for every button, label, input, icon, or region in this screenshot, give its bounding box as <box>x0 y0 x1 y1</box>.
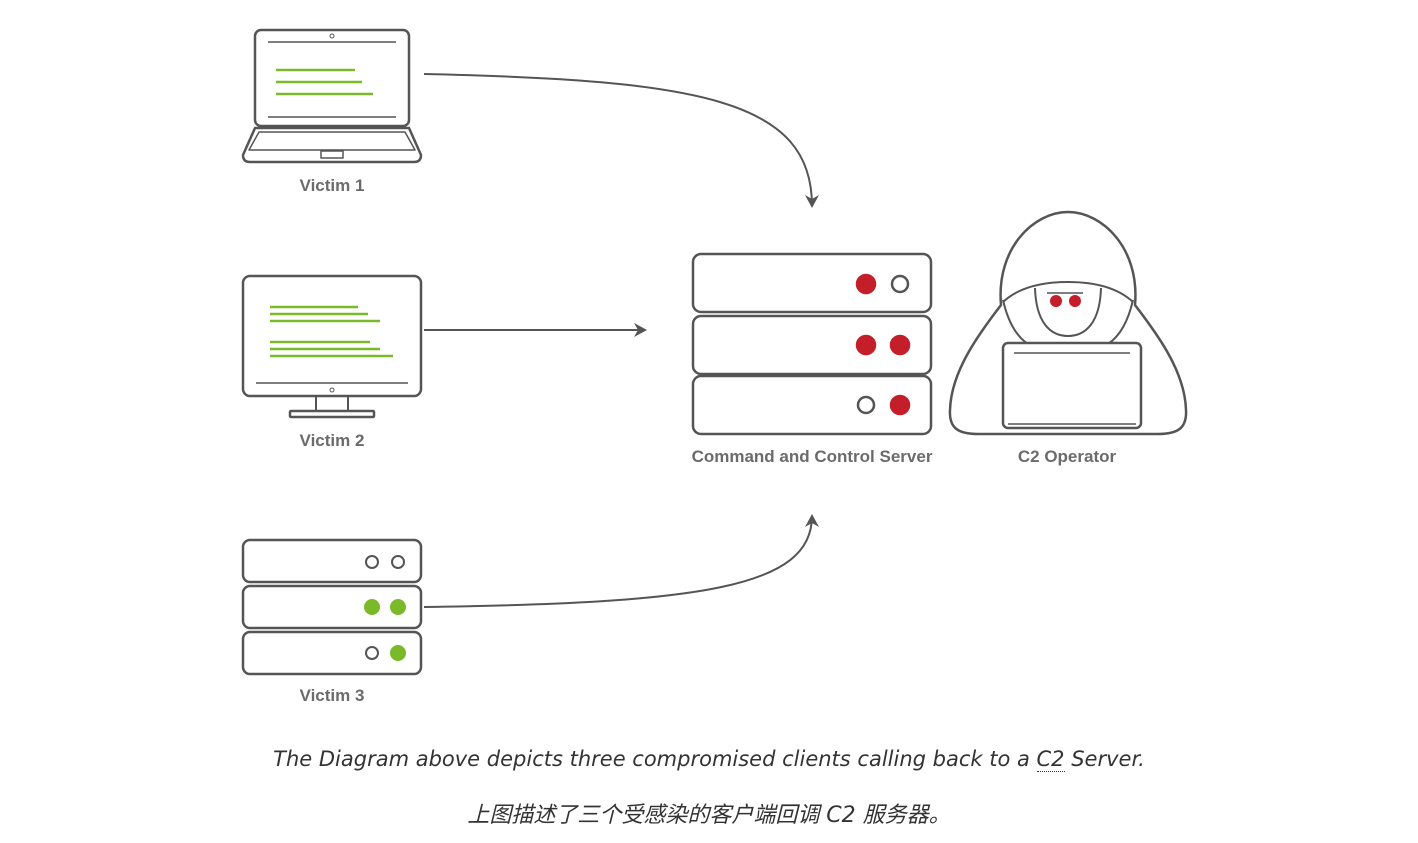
c2-server-rack-icon <box>691 252 933 436</box>
victim-3-label: Victim 3 <box>300 686 365 705</box>
victim-2-label: Victim 2 <box>300 431 365 450</box>
victim-3-status-lights <box>364 555 406 661</box>
arrow-victim-3-to-server <box>423 514 819 608</box>
caption-en-after: Server. <box>1064 747 1145 771</box>
figure-caption-english: The Diagram above depicts three compromi… <box>0 747 1418 772</box>
c2-server-label: Command and Control Server <box>692 447 933 466</box>
desktop-monitor-icon <box>241 274 423 419</box>
victim-1-label: Victim 1 <box>300 176 365 195</box>
caption-en-before: The Diagram above depicts three compromi… <box>273 747 1037 771</box>
laptop-screen-text-lines <box>276 68 373 96</box>
c2-diagram: Victim 1 Victim 2 Victim 3 <box>241 28 1188 705</box>
server-rack-icon <box>241 538 423 676</box>
caption-c2-abbreviation: C2 <box>1036 747 1065 772</box>
hooded-hacker-icon <box>948 210 1188 436</box>
arrow-victim-1-to-server <box>423 73 819 208</box>
laptop-icon <box>241 28 423 164</box>
operator-red-eyes <box>1047 292 1083 307</box>
figure-caption-chinese: 上图描述了三个受感染的客户端回调 C2 服务器。 <box>467 803 951 828</box>
c2-server-status-lights <box>855 273 911 416</box>
c2-operator-label: C2 Operator <box>1018 447 1117 466</box>
monitor-screen-text-lines <box>270 305 393 358</box>
